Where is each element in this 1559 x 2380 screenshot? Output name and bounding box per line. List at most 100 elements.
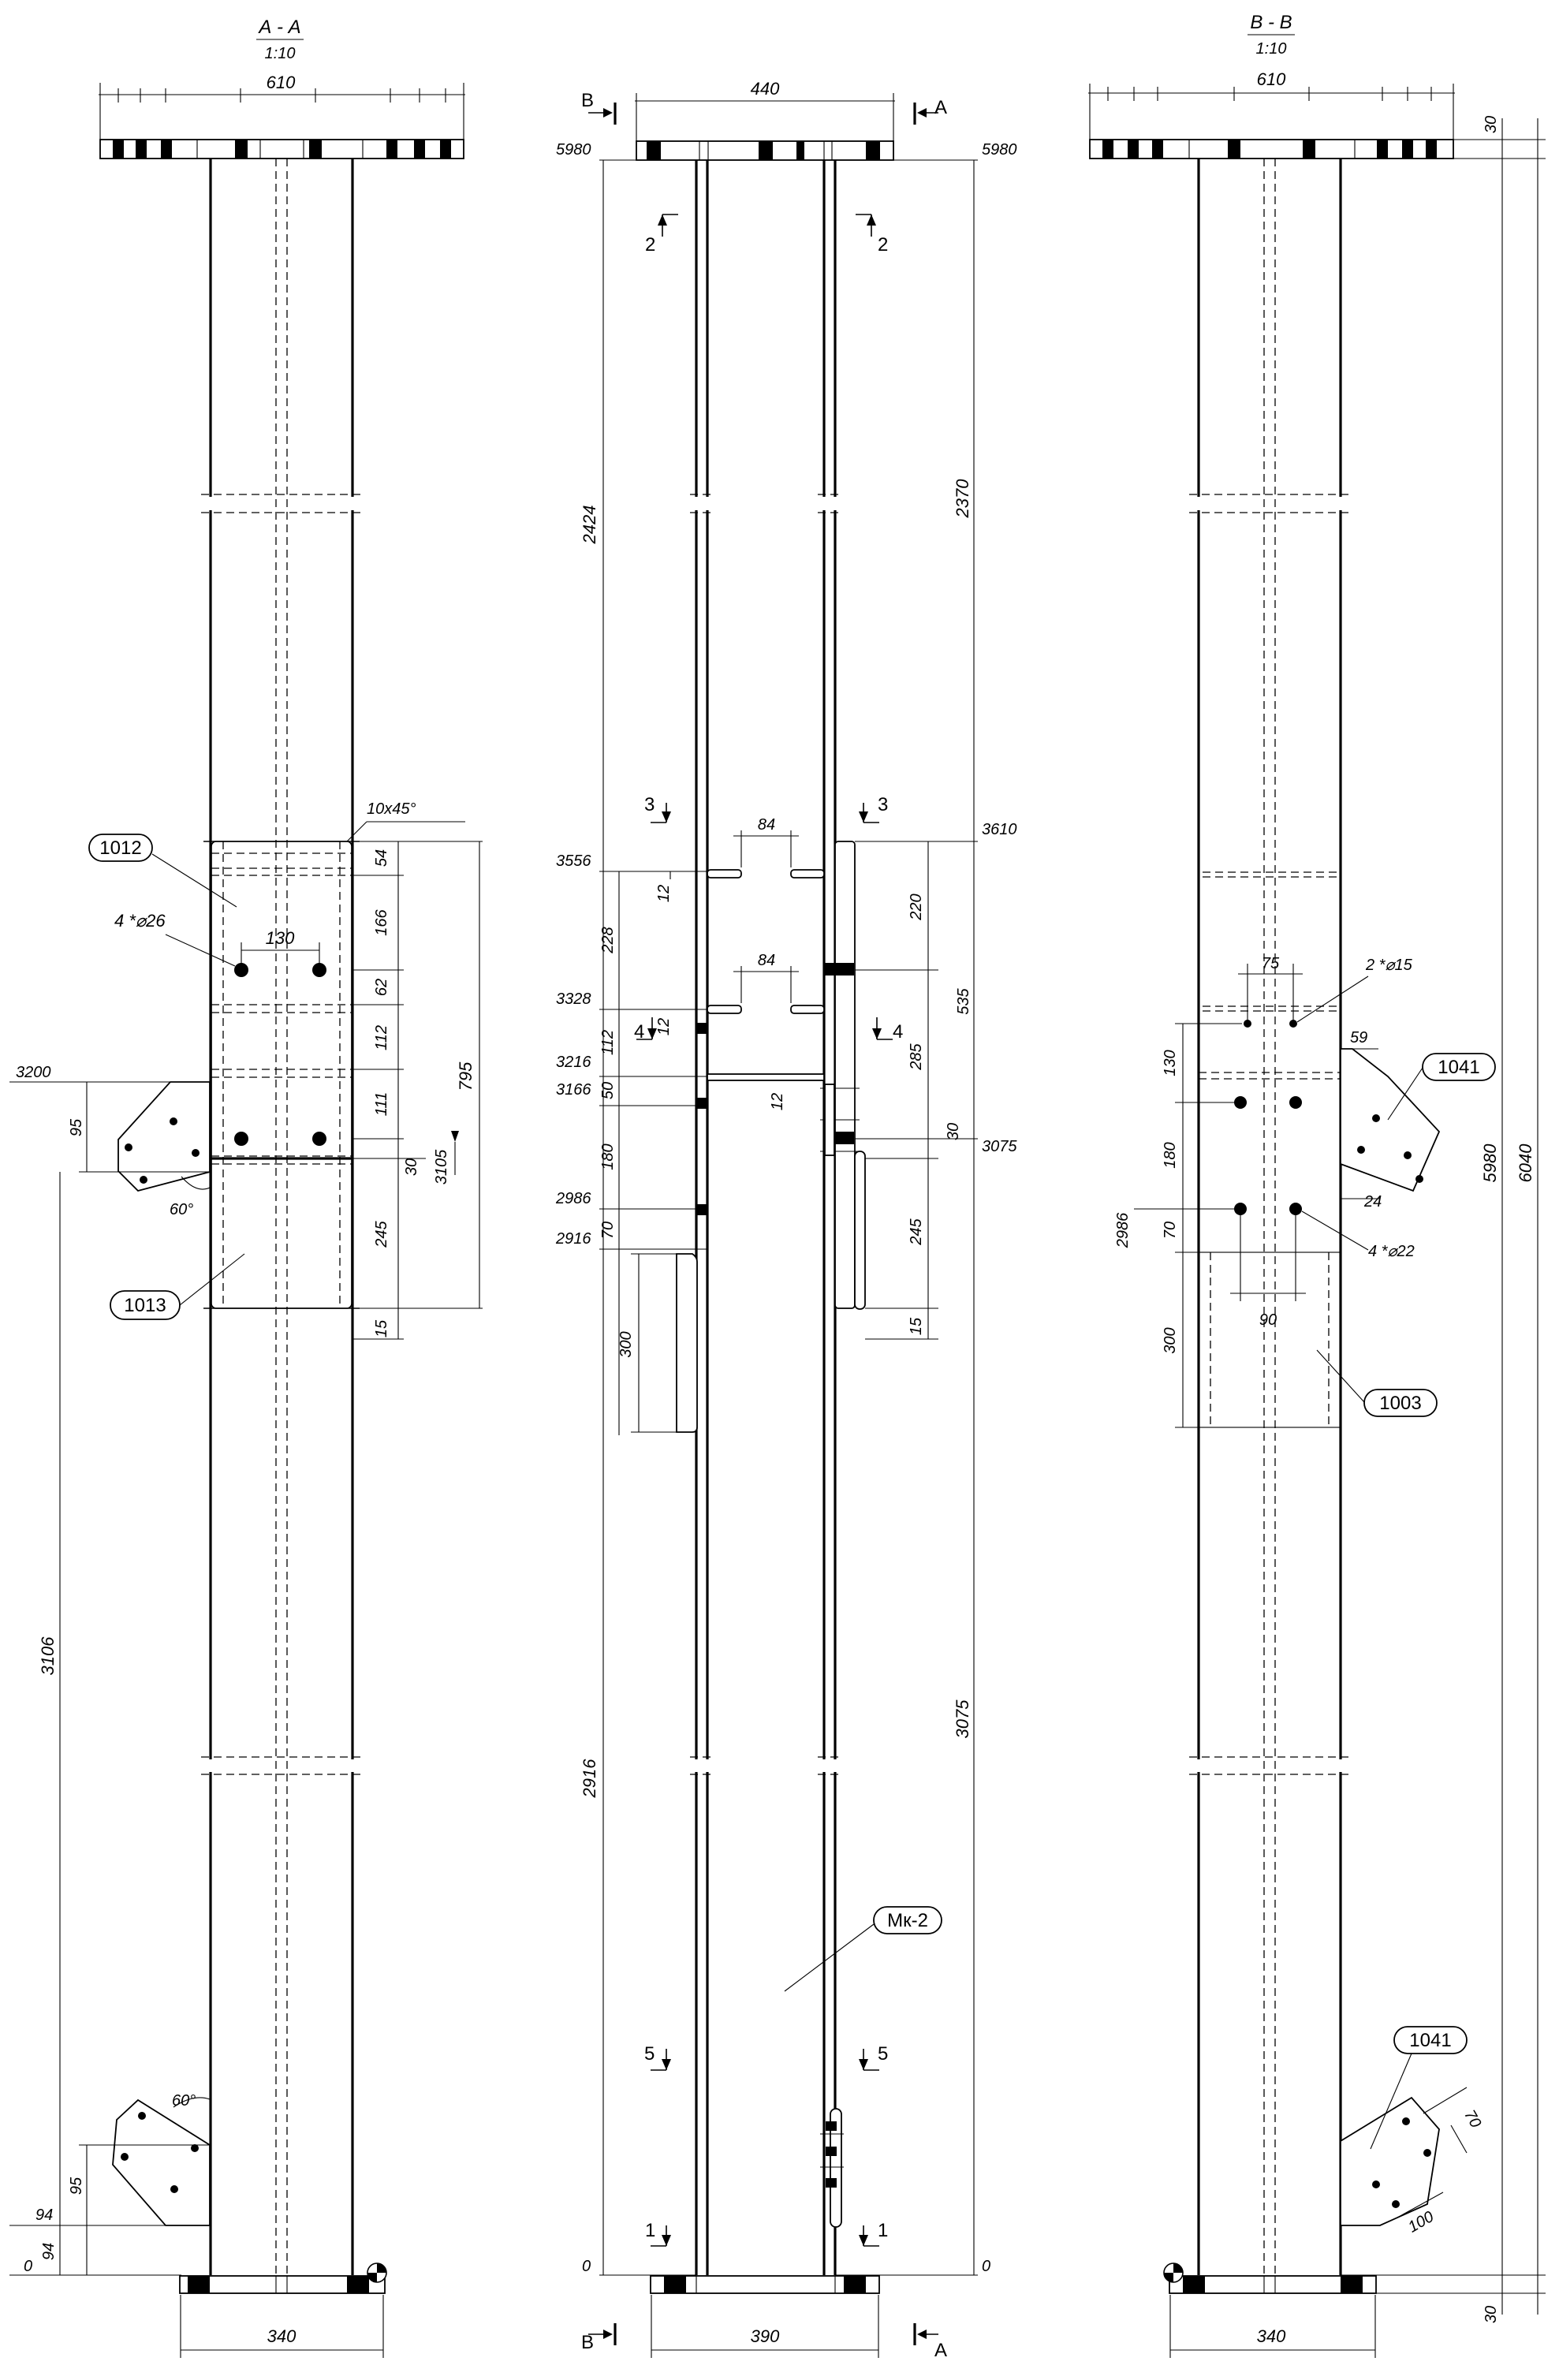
aa-angle-b: 60° (172, 2092, 196, 2110)
ref-1041-lower (1393, 2026, 1468, 2054)
aa-holes-label: 4 *⌀26 (114, 911, 166, 931)
aa-top-plate (99, 139, 464, 159)
view-a-a: А - А 1:10 610 (9, 17, 483, 2358)
aa-lower-bracket (112, 2098, 211, 2226)
front-sec4-right: 4 (893, 1021, 903, 1043)
front-d2916: 2916 (580, 1759, 599, 1799)
bb-d24: 24 (1363, 1193, 1382, 1211)
view-b-b-scale: 1:10 (1256, 40, 1287, 58)
front-d285: 285 (908, 1043, 925, 1070)
aa-d95a: 95 (68, 1118, 85, 1136)
front-base-plate (650, 2275, 880, 2294)
front-d245: 245 (908, 1218, 925, 1245)
view-b-b-title: В - В (1250, 12, 1292, 33)
front-cut-b-top: В (581, 90, 594, 111)
front-d300: 300 (617, 1331, 635, 1357)
front-d535: 535 (955, 987, 972, 1014)
front-elev-3166: 3166 (556, 1081, 591, 1099)
aa-elev-3105: 3105 (433, 1149, 450, 1184)
front-d2424: 2424 (580, 505, 599, 545)
front-d70: 70 (599, 1222, 617, 1239)
view-a-a-scale: 1:10 (265, 45, 296, 62)
aa-d30: 30 (403, 1158, 420, 1176)
front-mark-tag (873, 1906, 942, 1934)
bb-bottom-width: 340 (1257, 2326, 1286, 2346)
front-mark-label: Мк-2 (887, 1910, 928, 1931)
ref-1041-upper-label: 1041 (1438, 1057, 1479, 1078)
front-cut-b-bottom: В (581, 2332, 594, 2353)
front-d228: 228 (599, 927, 617, 953)
ref-1013-label: 1013 (124, 1295, 166, 1316)
front-d220: 220 (908, 893, 925, 920)
aa-angle-a: 60° (170, 1201, 193, 1218)
aa-d112: 112 (373, 1025, 390, 1050)
aa-d3106: 3106 (38, 1636, 58, 1676)
view-a-a-title: А - А (257, 17, 300, 38)
front-elev-2916: 2916 (555, 1230, 591, 1248)
front-sec5-right: 5 (878, 2043, 888, 2065)
front-d12c: 12 (769, 1093, 786, 1110)
bb-top-width: 610 (1257, 69, 1286, 89)
front-d50: 50 (599, 1082, 617, 1099)
front-d15: 15 (908, 1317, 925, 1335)
aa-d95b: 95 (68, 2177, 85, 2195)
bb-d59: 59 (1350, 1029, 1367, 1046)
bb-d70: 70 (1162, 1222, 1179, 1239)
bb-d70b: 70 (1460, 2107, 1484, 2131)
front-elev-0-right: 0 (982, 2258, 990, 2275)
aa-splice-plate (211, 841, 352, 1309)
front-elev-3328: 3328 (556, 990, 591, 1008)
front-d3075: 3075 (953, 1699, 972, 1739)
front-sec4-left: 4 (634, 1021, 644, 1043)
front-elev-3075: 3075 (982, 1138, 1017, 1155)
bb-holes-small: 2 *⌀15 (1365, 957, 1413, 974)
view-front: 440 В А 5980 5980 2 2 2424 (555, 79, 1017, 2361)
front-d2370: 2370 (953, 479, 972, 519)
ref-1041-upper (1422, 1053, 1496, 1081)
front-sec3-left: 3 (644, 794, 655, 815)
bb-base-plate (1169, 2275, 1377, 2294)
ref-1003-label: 1003 (1379, 1393, 1421, 1414)
bb-lower-bracket (1340, 2096, 1440, 2226)
front-elev-3216: 3216 (556, 1054, 591, 1071)
bb-d75: 75 (1262, 955, 1280, 972)
ref-1012 (88, 834, 153, 862)
front-d112: 112 (599, 1030, 617, 1055)
front-top-width: 440 (751, 79, 780, 99)
front-sec3-right: 3 (878, 794, 888, 815)
aa-chamfer: 10х45° (367, 800, 416, 818)
front-sec2-left: 2 (645, 234, 655, 256)
bb-d180: 180 (1162, 1142, 1179, 1168)
front-elev-5980-left: 5980 (556, 141, 591, 159)
aa-base-plate (179, 2275, 386, 2294)
bb-d300: 300 (1162, 1327, 1179, 1353)
ref-1041-lower-label: 1041 (1409, 2030, 1451, 2051)
front-sec2-right: 2 (878, 234, 888, 256)
aa-spacing: 130 (266, 928, 295, 948)
front-d12b: 12 (655, 1018, 673, 1035)
aa-d245: 245 (373, 1220, 390, 1248)
bb-d30-bottom: 30 (1483, 2306, 1500, 2323)
aa-d111: 111 (373, 1092, 390, 1116)
front-elev-0-left: 0 (582, 2258, 591, 2275)
front-d180: 180 (599, 1143, 617, 1169)
front-d12a: 12 (655, 885, 673, 902)
bb-elev-2986: 2986 (1114, 1212, 1132, 1248)
aa-elev-0: 0 (24, 2258, 32, 2275)
front-bottom-width: 390 (751, 2326, 780, 2346)
aa-elev-94: 94 (35, 2207, 53, 2224)
front-sec1-left: 1 (645, 2220, 655, 2241)
aa-elev-3200: 3200 (16, 1064, 51, 1081)
aa-d166: 166 (373, 908, 390, 935)
front-d84a: 84 (758, 816, 775, 834)
view-b-b: В - В 1:10 610 30 30 5980 6040 (1088, 12, 1546, 2358)
ref-1003 (1363, 1389, 1438, 1417)
front-d84b: 84 (758, 952, 775, 969)
ref-1012-label: 1012 (99, 837, 141, 859)
aa-d795: 795 (456, 1061, 476, 1091)
bb-d6040: 6040 (1516, 1143, 1535, 1183)
front-elev-3556: 3556 (556, 852, 591, 870)
aa-d15: 15 (373, 1319, 390, 1337)
front-elev-5980-right: 5980 (982, 141, 1017, 159)
